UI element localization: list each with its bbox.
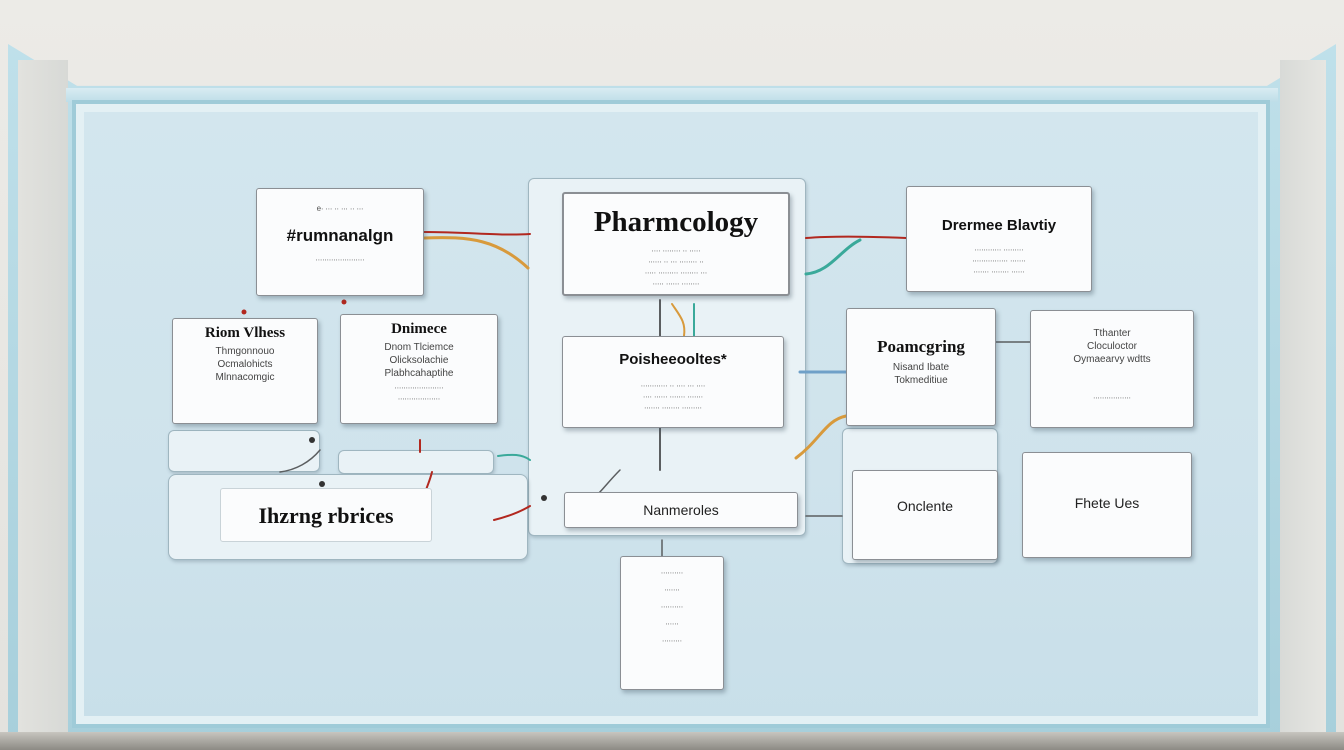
node-far-right-mid[interactable]: Tthanter Cloculoctor Oymaearvy wdtts ∙∙∙… [1030,310,1194,428]
node-top-right[interactable]: Drermee Blavtiy ∙∙∙∙∙∙∙∙∙∙∙∙ ∙∙∙∙∙∙∙∙∙ ∙… [906,186,1092,292]
node-left-b-line5: ∙∙∙∙∙∙∙∙∙∙∙∙∙∙∙∙∙∙∙ [397,394,441,403]
node-left-a-line2: Ocmalohicts [217,359,273,370]
node-right-mid-title: Poamcgring [877,337,965,356]
node-far-right-mid-line4: ∙∙∙∙∙∙∙∙∙∙∙∙∙∙∙∙∙ [1093,393,1131,402]
connector-top-right-teal [804,238,862,276]
node-bottom-center-line2: ∙∙∙∙∙∙∙ [664,585,680,594]
node-bottom-center-line4: ∙∙∙∙∙∙ [665,619,679,628]
node-center-second-line1: ∙∙∙∙∙∙∙∙∙∙∙∙ ∙∙ ∙∙∙∙ ∙∙∙ ∙∙∙∙ [640,381,706,390]
node-center-second[interactable]: Poisheeooltes* ∙∙∙∙∙∙∙∙∙∙∙∙ ∙∙ ∙∙∙∙ ∙∙∙ … [562,336,784,428]
node-left-b-line3: Plabhcahaptihe [384,368,454,379]
connector-left-dark [279,449,321,473]
node-left-a[interactable]: Riom Vlhess Thmgonnouo Ocmalohicts Mlnna… [172,318,318,424]
node-bottom-left-wide[interactable]: Ihzrng rbrices [220,488,432,542]
node-left-b-line1: Dnom Tlciemce [384,342,454,353]
connector-top-right-red [805,235,907,239]
left-shell-thin [338,450,494,474]
node-top-right-line3: ∙∙∙∙∙∙∙ ∙∙∙∙∙∙∙∙ ∙∙∙∙∙∙ [973,267,1025,276]
marker-dot-red-1 [241,309,247,315]
frame-left-wall [18,60,68,740]
node-top-left-title: #rumnanalgn [286,226,394,245]
node-right-mid[interactable]: Poamcgring Nisand Ibate Tokmeditiue [846,308,996,426]
marker-dot-dark-3 [541,495,547,501]
node-left-b-title: Dnimece [391,321,447,337]
node-left-b-line4: ∙∙∙∙∙∙∙∙∙∙∙∙∙∙∙∙∙∙∙∙∙∙ [394,383,444,392]
connector-center-diag [597,469,621,495]
node-center-main-line2: ∙∙∙∙∙∙ ∙∙ ∙∙∙ ∙∙∙∙∙∙∙∙ ∙∙ [648,257,704,266]
frame-right-wall [1280,60,1326,740]
node-center-bar[interactable]: Nanmeroles [564,492,798,528]
node-center-bar-title: Nanmeroles [643,502,719,518]
node-far-right-mid-line1: Tthanter [1093,328,1131,339]
marker-dot-dark-1 [309,437,315,443]
node-top-left-sub: ∙∙∙∙∙∙∙∙∙∙∙∙∙∙∙∙∙∙∙∙∙∙ [315,255,365,264]
connector-left-teal [497,453,531,461]
marker-dot-red-2 [341,299,347,305]
floor [0,732,1344,750]
node-center-second-line3: ∙∙∙∙∙∙∙ ∙∙∙∙∙∙∙∙ ∙∙∙∙∙∙∙∙∙ [644,403,702,412]
node-center-main-line4: ∙∙∙∙∙ ∙∙∙∙∙∙ ∙∙∙∙∙∙∙∙ [652,279,700,288]
node-far-right-mid-line2: Cloculoctor [1086,341,1138,352]
node-left-a-title: Riom Vlhess [204,325,286,341]
node-bottom-left-wide-title: Ihzrng rbrices [258,503,394,528]
node-center-main[interactable]: Pharmcology ∙∙∙∙ ∙∙∙∙∙∙∙∙ ∙∙ ∙∙∙∙∙ ∙∙∙∙∙… [562,192,790,296]
node-center-main-line3: ∙∙∙∙∙ ∙∙∙∙∙∙∙∙∙ ∙∙∙∙∙∙∙∙ ∙∙∙ [644,268,708,277]
connector-mid-right-orange [794,414,848,460]
connector-center-orange [671,303,686,337]
node-top-right-title: Drermee Blavtiy [941,217,1057,234]
node-top-right-line1: ∙∙∙∙∙∙∙∙∙∙∙∙ ∙∙∙∙∙∙∙∙∙ [974,245,1024,254]
frame-top-rail [66,88,1278,102]
node-right-bottom-title: Onclente [896,498,954,514]
node-right-mid-line1: Nisand Ibate [892,362,950,373]
node-far-right-mid-line3: Oymaearvy wdtts [1073,354,1151,365]
node-bottom-center-line1: ∙∙∙∙∙∙∙∙∙∙ [660,568,684,577]
node-right-bottom[interactable]: Onclente [852,470,998,560]
node-top-left[interactable]: e∙ ∙∙∙ ∙∙ ∙∙∙ ∙∙ ∙∙∙ #rumnanalgn ∙∙∙∙∙∙∙… [256,188,424,296]
connector-left-red [493,505,531,521]
node-center-main-line1: ∙∙∙∙ ∙∙∙∙∙∙∙∙ ∙∙ ∙∙∙∙∙ [651,246,701,255]
node-top-left-top-text: e∙ ∙∙∙ ∙∙ ∙∙∙ ∙∙ ∙∙∙ [316,204,364,213]
node-left-b-line2: Olicksolachie [389,355,449,366]
node-bottom-center-line5: ∙∙∙∙∙∙∙∙∙ [661,636,682,645]
node-far-right-bottom-title: Fhete Ues [1074,495,1140,511]
node-left-b[interactable]: Dnimece Dnom Tlciemce Olicksolachie Plab… [340,314,498,424]
node-center-second-title: Poisheeooltes* [619,351,727,368]
node-center-second-line2: ∙∙∙∙ ∙∙∙∙∙∙ ∙∙∙∙∙∙∙ ∙∙∙∙∙∙∙ [642,392,703,401]
node-left-a-line3: Mlnnacomgic [215,372,275,383]
node-right-mid-line2: Tokmeditiue [894,375,948,386]
connector-top-left-orange [422,236,530,270]
connector-top-left-red [423,231,531,236]
node-left-a-line1: Thmgonnouo [215,346,275,357]
node-bottom-center-line3: ∙∙∙∙∙∙∙∙∙∙ [660,602,684,611]
node-bottom-center[interactable]: ∙∙∙∙∙∙∙∙∙∙ ∙∙∙∙∙∙∙ ∙∙∙∙∙∙∙∙∙∙ ∙∙∙∙∙∙ ∙∙∙… [620,556,724,690]
node-center-main-title: Pharmcology [593,206,759,238]
node-top-right-line2: ∙∙∙∙∙∙∙∙∙∙∙∙∙∙∙∙ ∙∙∙∙∙∙∙ [972,256,1026,265]
marker-dot-dark-2 [319,481,325,487]
node-far-right-bottom[interactable]: Fhete Ues [1022,452,1192,558]
